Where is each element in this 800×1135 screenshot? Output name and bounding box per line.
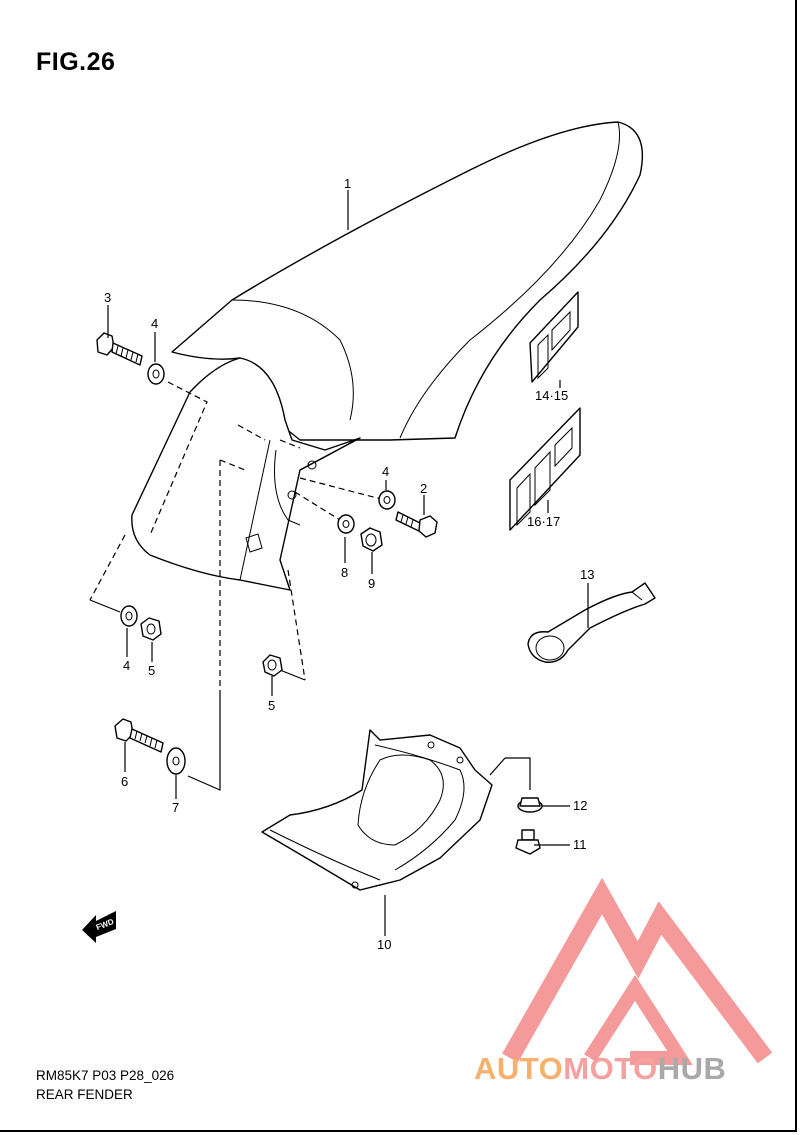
skid-plate-part-10 [261, 729, 493, 891]
callout-11: 11 [573, 837, 587, 852]
washer-part-4-right [378, 490, 396, 510]
rear-fender-part [131, 121, 644, 591]
bolt-part-6 [114, 718, 164, 753]
bolt-part-2 [395, 511, 438, 538]
decal-part-14-15 [529, 291, 579, 383]
callout-1: 1 [344, 176, 351, 191]
washer-part-8 [337, 514, 355, 534]
diagram-code: RM85K7 P03 P28_026 [36, 1068, 175, 1083]
callout-4-right: 4 [382, 464, 389, 479]
watermark-auto: AUTO [474, 1051, 564, 1086]
callout-3: 3 [104, 290, 111, 305]
nut-part-5-left [140, 617, 162, 641]
washer-part-7 [166, 747, 186, 775]
leader-lines [107, 190, 589, 936]
nut-part-9 [360, 527, 383, 552]
washer-part-4-left [120, 605, 138, 627]
nut-part-5-center [262, 654, 283, 677]
callout-7: 7 [172, 800, 179, 815]
callout-13: 13 [580, 567, 594, 582]
callout-4-top: 4 [151, 316, 158, 331]
callout-5-left: 5 [148, 663, 155, 678]
tool-part-13 [527, 582, 656, 663]
nut-part-12 [517, 797, 543, 813]
callout-labels: 1 2 3 4 4 4 5 5 6 7 8 9 10 11 12 13 14·1… [104, 176, 594, 952]
callout-6: 6 [121, 774, 128, 789]
figure-title: FIG.26 [36, 48, 116, 76]
callout-8: 8 [341, 565, 348, 580]
callout-4-left: 4 [123, 658, 130, 673]
watermark-logo-icon [502, 878, 773, 1065]
diagram-name: REAR FENDER [36, 1087, 133, 1102]
callout-2: 2 [420, 481, 427, 496]
watermark-text: AUTOMOTOHUB [474, 1051, 726, 1087]
callout-5-center: 5 [268, 698, 275, 713]
watermark-hub: HUB [657, 1051, 727, 1086]
assembly-lines [89, 381, 531, 791]
bolt-part-11 [515, 829, 541, 855]
callout-9: 9 [368, 576, 375, 591]
callout-16-17: 16·17 [527, 514, 560, 529]
callout-12: 12 [573, 798, 587, 813]
decal-part-16-17 [509, 407, 581, 531]
callout-14-15: 14·15 [535, 388, 568, 403]
watermark-moto: MOTO [563, 1051, 658, 1086]
bolt-part-3 [96, 332, 143, 366]
washer-part-4-top [147, 363, 165, 385]
callout-10: 10 [377, 937, 391, 952]
fwd-arrow-icon: FWD [82, 911, 116, 943]
